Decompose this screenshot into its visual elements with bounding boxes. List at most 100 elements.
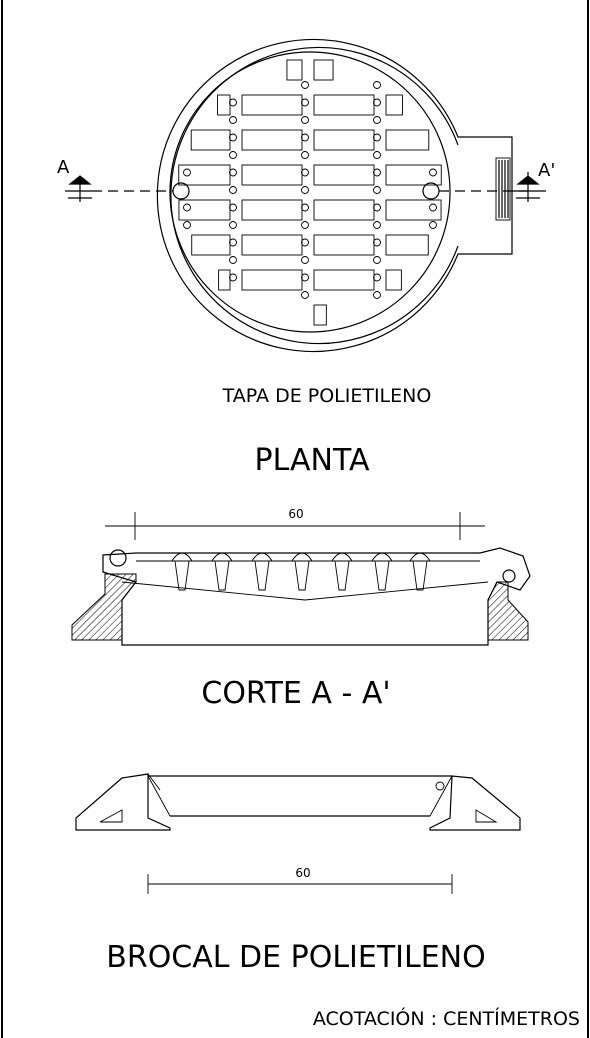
units-note: ACOTACIÓN : CENTÍMETROS: [313, 1006, 580, 1030]
inner-ring: [170, 46, 459, 345]
brocal-right: [429, 775, 521, 831]
grate-slot: [178, 164, 231, 186]
grate-slot: [385, 199, 442, 221]
grate-hole: [429, 221, 437, 229]
cover-rib-top: [251, 552, 273, 562]
cover-rib-top: [409, 552, 431, 562]
cover-rib-top: [371, 552, 393, 562]
section-label-a-prime: A': [538, 160, 555, 181]
section-marker-right: A': [512, 160, 555, 202]
grate-slot: [385, 269, 402, 291]
section-marker-left: A: [57, 157, 92, 202]
grate-slot: [313, 94, 375, 116]
frame-right-hatched: [487, 581, 529, 641]
grate-hole: [301, 133, 309, 142]
grate-hole: [373, 256, 381, 264]
grate-slot: [178, 199, 231, 221]
grate-hole: [229, 168, 237, 177]
section-dimension: 60: [288, 507, 303, 521]
brocal-left-void: [99, 809, 123, 823]
grate-slot: [241, 164, 303, 186]
grate-slot: [190, 129, 231, 151]
grate-hole: [373, 221, 381, 229]
grate-slot: [286, 59, 303, 81]
grate-hole: [229, 238, 237, 247]
grate-hole: [229, 151, 237, 159]
grate-slot: [313, 269, 375, 291]
brocal-left-inner: [147, 773, 161, 791]
grate-hole: [229, 221, 237, 229]
grate-hole: [373, 151, 381, 159]
plan-view: A A' TAPA DE POLIETILENO PLANTA: [57, 38, 555, 478]
section-view: 60 CORTE A - A': [71, 507, 531, 711]
grate-hole: [301, 291, 309, 299]
cover-rib: [294, 560, 310, 591]
grate-hole: [301, 116, 309, 124]
grate-slot: [218, 269, 231, 291]
grate-hole: [373, 203, 381, 212]
grate-hole: [301, 273, 309, 282]
grate-holes: [183, 81, 437, 299]
grate-hole: [229, 116, 237, 124]
cover-rib: [374, 560, 390, 591]
grate-hole: [373, 168, 381, 177]
grate-slot: [385, 94, 403, 116]
grate-hole: [301, 238, 309, 247]
grate-hole: [229, 98, 237, 107]
grate-hole: [373, 81, 381, 89]
grate-slot: [191, 234, 231, 256]
grate-hole: [373, 98, 381, 107]
grate-slots: [178, 59, 442, 326]
grate-slot: [241, 234, 303, 256]
cover-rib-top: [291, 552, 313, 562]
cover-pivot-hole: [502, 569, 516, 583]
frame-left-hatched: [71, 573, 137, 641]
plan-subtitle: TAPA DE POLIETILENO: [222, 385, 432, 407]
grate-hole: [373, 133, 381, 142]
grate-hole: [183, 221, 191, 229]
grate-slot: [241, 199, 303, 221]
cover-rib-top: [171, 552, 193, 562]
grate-circle: [169, 51, 451, 333]
grate-hole: [429, 168, 437, 177]
plan-title: PLANTA: [255, 443, 370, 478]
grate-hole: [429, 203, 437, 212]
grate-hole: [301, 168, 309, 177]
brocal-title: BROCAL DE POLIETILENO: [106, 940, 485, 975]
section-label-a: A: [57, 157, 70, 178]
grate-slot: [313, 304, 327, 326]
cover-bottom-curve: [121, 581, 489, 601]
grate-slot: [385, 164, 442, 186]
cover-ribs: [171, 552, 431, 591]
grate-slot: [241, 129, 303, 151]
cover-rib: [174, 560, 190, 591]
grate-slot: [241, 269, 303, 291]
grate-slot: [385, 129, 430, 151]
grate-hole: [183, 168, 191, 177]
grate-hole: [373, 273, 381, 282]
section-title: CORTE A - A': [201, 676, 390, 711]
brocal-right-void: [475, 809, 498, 823]
grate-hole: [301, 186, 309, 194]
grate-hole: [373, 291, 381, 299]
grate-hole: [301, 256, 309, 264]
grate-hole: [183, 203, 191, 212]
brocal-pin: [435, 781, 445, 791]
grate-hole: [373, 116, 381, 124]
cover-rib: [334, 560, 350, 591]
grate-hole: [373, 238, 381, 247]
grate-hole: [373, 186, 381, 194]
cover-rib: [254, 560, 270, 591]
grate-slot: [313, 164, 375, 186]
grate-hole: [301, 203, 309, 212]
grate-hole: [301, 151, 309, 159]
cover-rib: [412, 560, 428, 591]
grate-hole: [229, 133, 237, 142]
grate-hole: [301, 98, 309, 107]
cover-rib-top: [331, 552, 353, 562]
cover-rib: [214, 560, 230, 591]
outer-ring: [156, 38, 513, 353]
brocal-inner-right: [429, 775, 453, 817]
cover-outline: [102, 547, 531, 646]
